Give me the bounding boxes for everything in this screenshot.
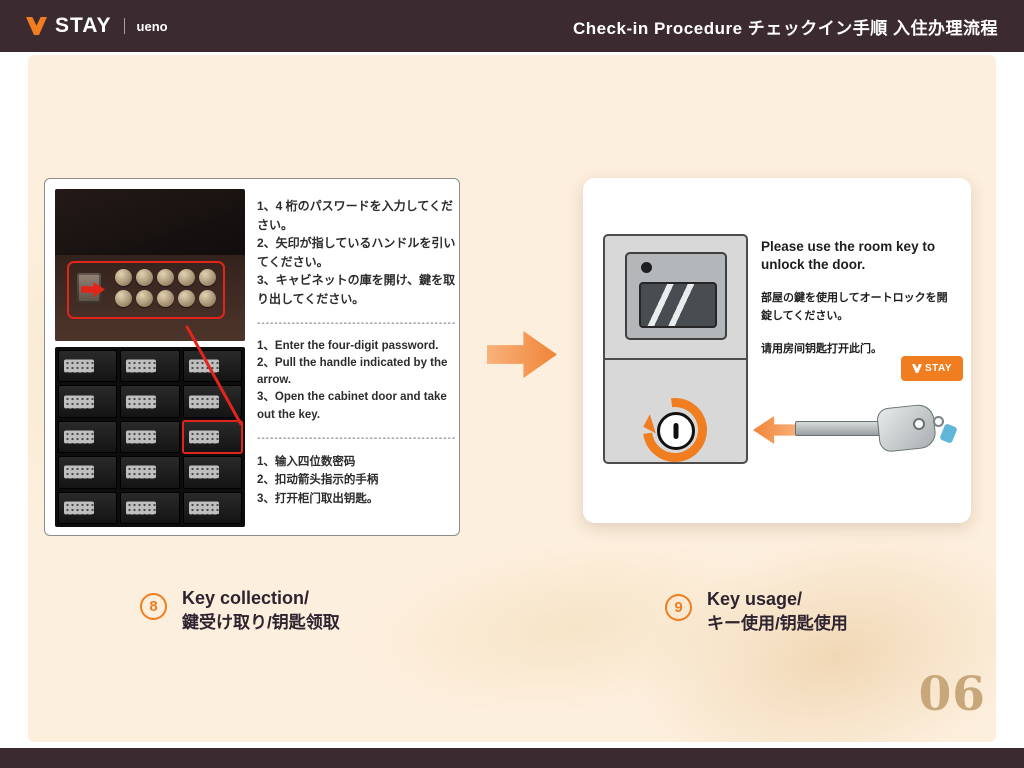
caption-title: Key collection/ <box>182 588 310 608</box>
caption-key-collection: 8 Key collection/ 鍵受け取り/钥匙领取 <box>140 585 340 636</box>
locker-cell <box>58 385 118 418</box>
zh-instruction-line: 2、扣动箭头指示的手柄 <box>257 474 379 487</box>
caption-subtitle: 鍵受け取り/钥匙领取 <box>182 613 340 633</box>
locker-cell <box>182 456 242 489</box>
stay-badge: STAY <box>901 356 963 381</box>
en-instruction-line: 3、Open the cabinet door and take out the… <box>257 391 447 421</box>
camera-lens-icon <box>641 262 652 273</box>
locker-cell <box>182 491 242 524</box>
keychain-ring-icon <box>933 416 944 427</box>
stay-badge-label: STAY <box>924 363 952 374</box>
keypad-photo <box>55 189 245 341</box>
locker-cell <box>58 491 118 524</box>
usage-text-en: Please use the room key to unlock the do… <box>761 239 936 273</box>
zh-instruction-line: 3、打开柜门取出钥匙。 <box>257 492 379 505</box>
dashed-divider: ----------------------------------------… <box>257 317 457 329</box>
instruction-text: 1、4 桁のパスワードを入力してください。 2、矢印が指しているハンドルを引いて… <box>257 189 456 525</box>
zh-instruction-line: 1、输入四位数密码 <box>257 455 356 468</box>
locker-cell <box>182 350 242 383</box>
step-number-badge: 8 <box>140 593 167 620</box>
caption-text: Key usage/ キー使用/钥匙使用 <box>707 586 848 637</box>
brand-divider <box>123 18 125 34</box>
stay-logo-icon <box>26 17 47 35</box>
locker-cell <box>58 456 118 489</box>
insert-key-arrow-icon <box>753 416 799 444</box>
keyhole-icon <box>657 412 695 450</box>
locker-cell-highlighted <box>181 419 243 455</box>
footer-bar <box>0 748 1024 768</box>
door-panel-illustration <box>603 234 748 475</box>
intercom-module <box>625 252 727 340</box>
usage-text-block: Please use the room key to unlock the do… <box>761 238 957 356</box>
ja-instruction-line: 2、矢印が指しているハンドルを引いてください。 <box>257 236 456 269</box>
en-instruction-line: 1、Enter the four-digit password. <box>257 339 439 352</box>
locker-grid-photo <box>55 347 245 527</box>
key-shaft <box>795 421 883 436</box>
ja-instruction-line: 1、4 桁のパスワードを入力してください。 <box>257 199 453 232</box>
key-head <box>875 403 938 453</box>
brand-logo: STAY ueno <box>26 14 168 38</box>
instruction-card-key-usage: Please use the room key to unlock the do… <box>583 178 971 523</box>
brand-sub-name: ueno <box>136 18 168 34</box>
instruction-card-key-collection: 1、4 桁のパスワードを入力してください。 2、矢印が指しているハンドルを引いて… <box>44 178 460 536</box>
usage-text-zh: 请用房间钥匙打开此门。 <box>761 342 882 355</box>
caption-text: Key collection/ 鍵受け取り/钥匙领取 <box>182 585 340 636</box>
panel-divider-line <box>605 358 746 360</box>
usage-text-ja: 部屋の鍵を使用してオートロックを開錠してください。 <box>761 292 948 323</box>
caption-title: Key usage/ <box>707 589 803 609</box>
locker-cell <box>120 350 180 383</box>
locker-cell <box>58 350 118 383</box>
caption-subtitle: キー使用/钥匙使用 <box>707 614 848 634</box>
intercom-screen <box>639 282 717 328</box>
ja-instruction-line: 3、キャビネットの庫を開け、鍵を取り出してください。 <box>257 273 456 306</box>
locker-cell <box>120 420 180 454</box>
next-step-arrow-icon <box>487 331 557 378</box>
page-title: Check-in Procedure チェックイン手順 入住办理流程 <box>572 18 998 38</box>
page-number: 06 <box>918 667 986 722</box>
dashed-divider: ----------------------------------------… <box>257 432 457 444</box>
header-bar: STAY ueno Check-in Procedure チェックイン手順 入住… <box>0 0 1024 52</box>
en-instruction-line: 2、Pull the handle indicated by the arrow… <box>257 356 448 387</box>
brand-name: STAY <box>55 14 112 37</box>
stay-logo-icon <box>911 364 922 373</box>
red-highlight-box <box>67 261 225 319</box>
cabinet-photo <box>55 189 245 527</box>
step-number-badge: 9 <box>665 594 692 621</box>
locker-cell <box>120 385 180 418</box>
locker-cell <box>120 456 180 489</box>
keychain-tag-icon <box>939 423 958 444</box>
key-head-hole <box>913 418 925 430</box>
content-frame: 1、4 桁のパスワードを入力してください。 2、矢印が指しているハンドルを引いて… <box>28 55 996 742</box>
caption-key-usage: 9 Key usage/ キー使用/钥匙使用 <box>665 586 848 637</box>
locker-cell <box>58 420 118 454</box>
locker-cell <box>120 491 180 524</box>
